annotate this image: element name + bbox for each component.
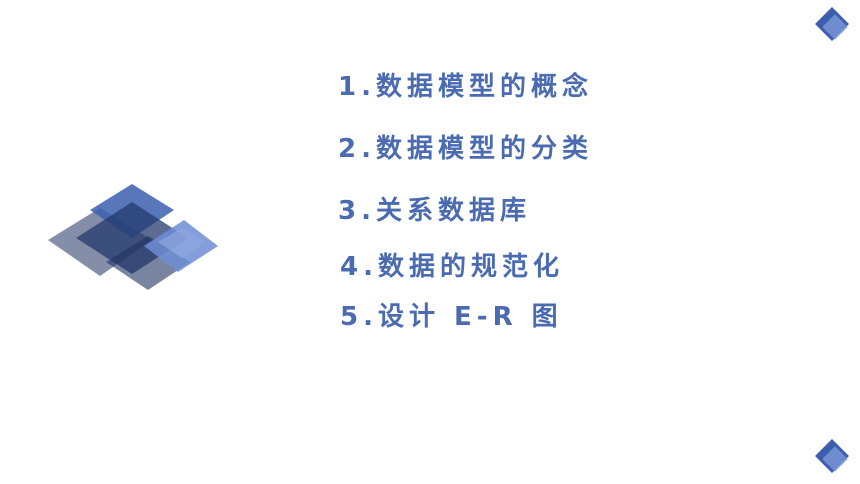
diamond-cluster-large (40, 180, 230, 300)
agenda-item-3: 3.关系数据库 (338, 196, 531, 226)
diamond-ornament-bottom-right (812, 436, 856, 480)
agenda-item-4: 4.数据的规范化 (340, 252, 564, 282)
diamond-shape (158, 228, 206, 258)
agenda-item-1: 1.数据模型的概念 (338, 72, 593, 102)
agenda-item-2: 2.数据模型的分类 (338, 134, 593, 164)
agenda-item-5: 5.设计 E-R 图 (340, 302, 563, 332)
diamond-ornament-top-right (812, 4, 856, 48)
